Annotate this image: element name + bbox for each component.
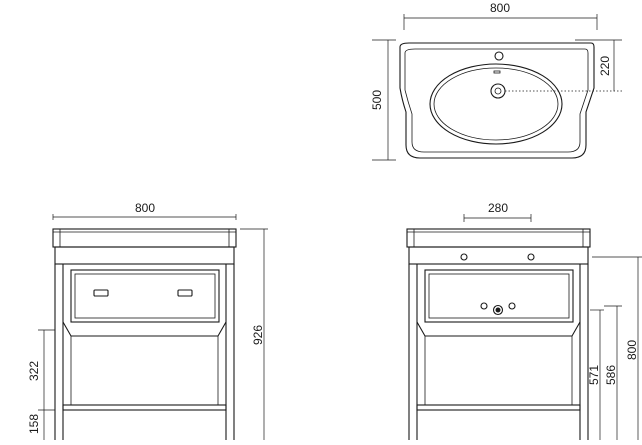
front-shelf-height-label: 158 — [27, 414, 41, 434]
tap-bolt-right-icon — [527, 253, 535, 261]
drawer-handle-right-icon — [177, 289, 193, 297]
basin-bowl — [429, 63, 563, 145]
drain-icon — [490, 83, 506, 99]
rear-shelf — [416, 404, 581, 411]
drain-center-icon — [494, 87, 502, 95]
rear-leg-right — [579, 264, 589, 440]
rear-view: 280 571 586 — [406, 201, 642, 440]
rear-frame-band — [408, 246, 589, 265]
front-drawer-panel — [74, 273, 216, 319]
basin-inner-rim — [404, 48, 589, 153]
front-drawer-height-label: 322 — [27, 361, 41, 381]
basin-outline — [399, 42, 595, 159]
front-leg-left — [54, 264, 64, 440]
rear-drawer-panel — [428, 273, 570, 319]
rear-apron — [416, 321, 581, 337]
front-drawer — [70, 269, 220, 323]
rear-tap-spacing-label: 280 — [488, 201, 508, 215]
front-height-label: 926 — [251, 325, 265, 345]
rear-drawer — [424, 269, 574, 323]
drawer-handle-left-icon — [93, 289, 109, 297]
pipe-hole-left-icon — [480, 302, 488, 310]
front-view: 800 926 322 158 — [27, 201, 268, 440]
rear-height-b-label: 586 — [604, 365, 618, 385]
plan-width-label: 800 — [490, 1, 510, 15]
tap-bolt-left-icon — [460, 253, 468, 261]
plan-depth-label: 500 — [370, 90, 384, 110]
plan-tap-offset-label: 220 — [598, 56, 612, 76]
front-shelf — [62, 404, 227, 411]
waste-hole-icon — [492, 304, 504, 316]
rear-height-a-label: 571 — [587, 365, 601, 385]
tap-hole-icon — [494, 51, 504, 61]
basin-bowl-inner — [433, 67, 559, 141]
overflow-slot — [493, 70, 501, 74]
front-apron — [62, 321, 227, 337]
waste-hole-center-icon — [495, 307, 501, 313]
plan-view: 800 500 220 — [370, 1, 622, 161]
front-frame-band — [54, 246, 235, 265]
pipe-hole-right-icon — [508, 302, 516, 310]
rear-leg-left — [408, 264, 418, 440]
front-leg-right — [225, 264, 235, 440]
rear-height-c-label: 800 — [625, 340, 639, 360]
front-width-label: 800 — [135, 201, 155, 215]
